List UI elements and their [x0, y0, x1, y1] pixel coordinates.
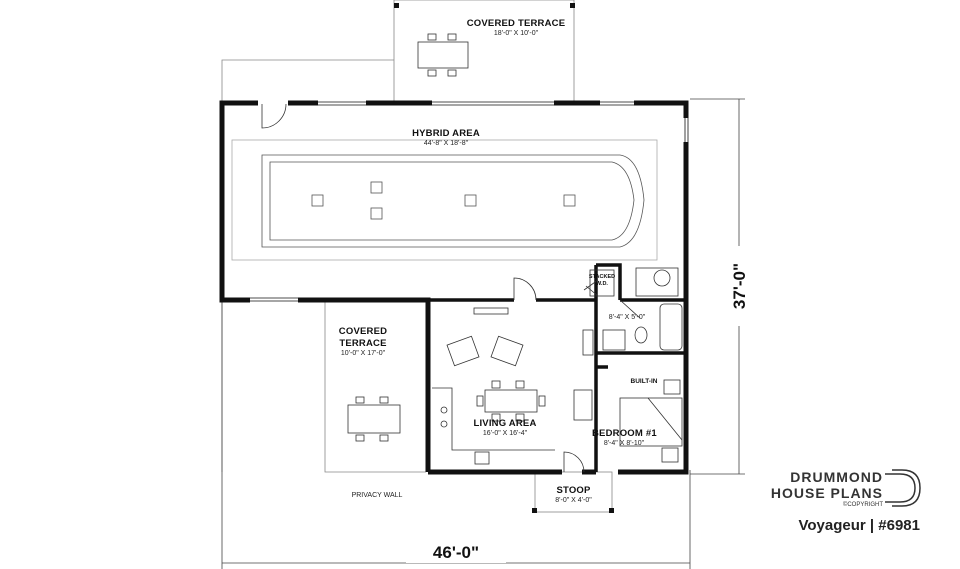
- covered-terrace-top-name: COVERED TERRACE: [466, 18, 566, 29]
- covered-terrace-side-name-1: COVERED: [338, 326, 388, 337]
- stacked-wd-line2: W.D.: [596, 281, 608, 287]
- hybrid-area-name: HYBRID AREA: [412, 128, 480, 139]
- brand-line1: DRUMMOND: [790, 469, 883, 485]
- built-in-label: BUILT-IN: [630, 378, 658, 385]
- living-area-name: LIVING AREA: [473, 418, 537, 429]
- covered-terrace-side-dims: 10'-0" X 17'-0": [340, 350, 386, 357]
- brand-line2: HOUSE PLANS: [770, 485, 883, 501]
- windows: [250, 101, 689, 455]
- bedroom-dims: 8'-4" X 8'-10": [603, 440, 645, 447]
- bathroom-dims: 8'-4" X 5'-0": [608, 314, 646, 321]
- brand-copyright: ©COPYRIGHT: [842, 502, 883, 508]
- privacy-wall-note: PRIVACY WALL: [351, 492, 403, 499]
- stacked-wd-line1: STACKED: [588, 274, 616, 280]
- covered-terrace-top-dims: 18'-0" X 10'-0": [493, 30, 539, 37]
- hybrid-area-dims: 44'-8" X 18'-8": [423, 140, 469, 147]
- bedroom-name: BEDROOM #1: [592, 428, 657, 439]
- covered-terrace-side-name-2: TERRACE: [339, 338, 387, 349]
- drummond-logo-mark: [885, 469, 921, 507]
- furniture: [347, 33, 683, 465]
- plan-name: Voyageur | #6981: [798, 517, 921, 534]
- doors: [261, 103, 641, 473]
- interior-walls: [428, 263, 686, 472]
- living-area-dims: 16'-0" X 16'-4": [482, 430, 528, 437]
- overall-depth: 37'-0": [730, 246, 750, 326]
- stoop-dims: 8'-0" X 4'-0": [555, 497, 592, 504]
- posts: [394, 3, 614, 513]
- overall-width: 46'-0": [406, 543, 506, 563]
- exterior-walls: [219, 100, 689, 475]
- stoop-name: STOOP: [556, 485, 591, 496]
- dimension-lines: [221, 98, 745, 569]
- vehicle-outline: [231, 139, 658, 261]
